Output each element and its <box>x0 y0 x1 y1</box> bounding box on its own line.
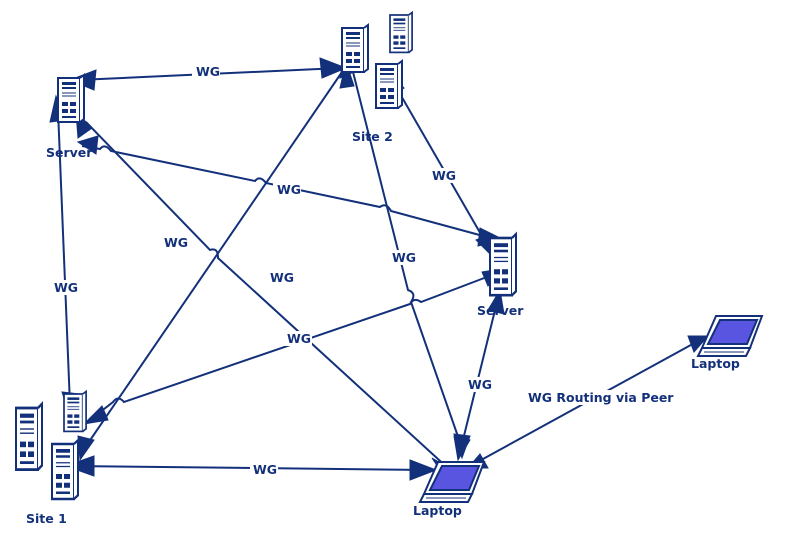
edge-label: WG <box>253 462 277 477</box>
node-label: Server <box>46 145 93 160</box>
node-label: Laptop <box>413 503 462 518</box>
server-tower-icon <box>488 232 518 297</box>
server-tower-icon <box>63 390 87 433</box>
edge-label: WG <box>270 270 294 285</box>
server-tower-icon <box>375 60 403 109</box>
edge-label: WG <box>196 64 220 79</box>
arrowhead <box>319 57 348 79</box>
edge-label: WG <box>54 280 78 295</box>
arrowhead <box>76 135 99 155</box>
edge-serverright-laptop[interactable] <box>459 297 499 453</box>
node-site2[interactable]: Site 2 <box>341 11 413 144</box>
edge-site1-serverright[interactable] <box>89 271 501 421</box>
server-tower-icon <box>341 24 369 73</box>
edge-site2-site1[interactable] <box>81 71 343 453</box>
node-label: Site 2 <box>352 129 393 144</box>
node-label: Server <box>477 303 524 318</box>
node-laptop-bottom[interactable]: Laptop <box>413 461 485 518</box>
edge-label: WG <box>277 182 301 197</box>
edge-label: WG <box>287 331 311 346</box>
node-site1[interactable]: Site 1 <box>14 390 87 526</box>
server-tower-icon <box>14 402 44 472</box>
edge-label: WG <box>164 235 188 250</box>
edge-site2-serverright[interactable] <box>391 79 491 251</box>
arrowhead <box>82 405 109 425</box>
edge-server-site1[interactable] <box>57 109 71 406</box>
server-tower-icon <box>50 439 80 501</box>
arrowhead <box>687 335 710 353</box>
edge-labels: WG WG WG WG WG WG WG WG WG WG WG Routing… <box>52 64 674 477</box>
edge-label: WG <box>468 377 492 392</box>
edge-label: WG <box>392 250 416 265</box>
edges-layer <box>57 59 701 471</box>
arrowhead <box>409 459 438 481</box>
edge-server-laptop[interactable] <box>85 121 451 471</box>
edge-label: WG Routing via Peer <box>528 390 674 405</box>
node-server-top-left[interactable]: Server <box>46 74 93 160</box>
server-tower-icon <box>57 74 85 123</box>
arrowhead <box>64 455 95 477</box>
edge-label: WG <box>432 168 456 183</box>
arrowheads-layer <box>49 52 710 481</box>
arrowhead <box>453 435 471 462</box>
server-tower-icon <box>389 11 413 54</box>
node-label: Site 1 <box>26 511 67 526</box>
node-laptop-right[interactable]: Laptop <box>691 315 763 371</box>
node-label: Laptop <box>691 356 740 371</box>
node-server-right[interactable]: Server <box>477 232 524 318</box>
laptop-icon <box>697 315 763 357</box>
